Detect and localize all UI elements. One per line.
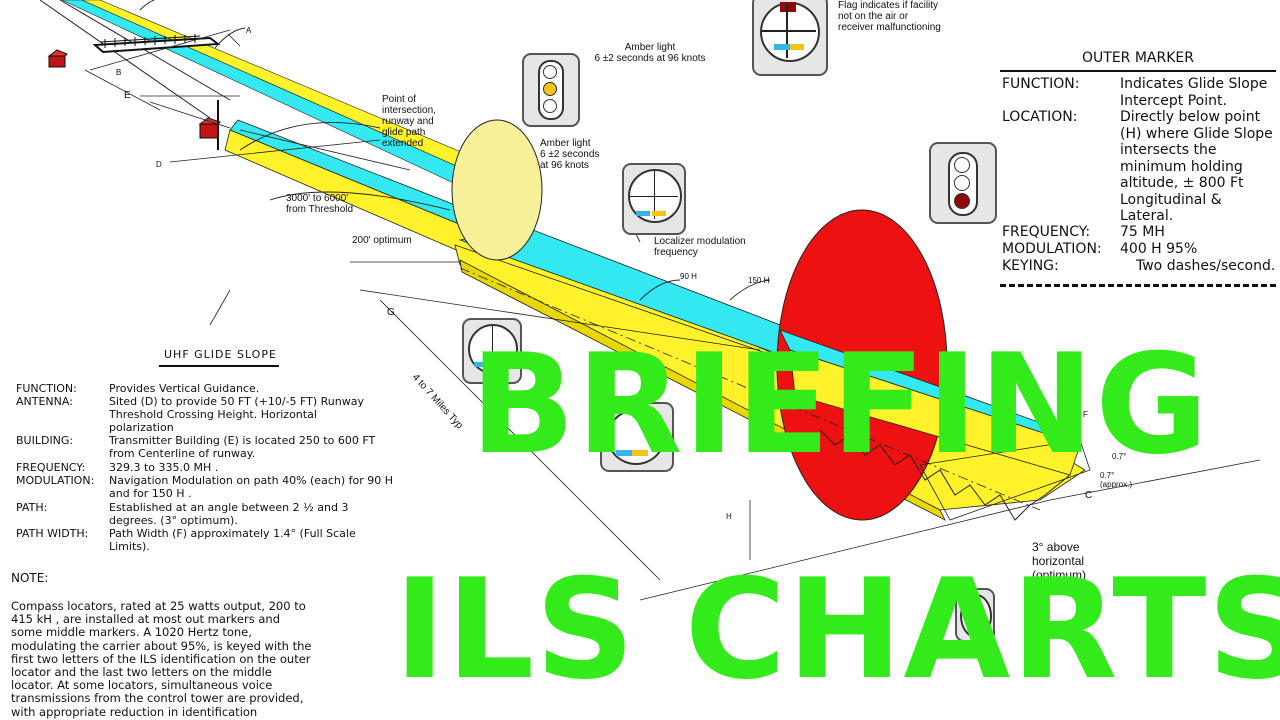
note-text: Compass locators, rated at 25 watts outp…	[11, 600, 312, 719]
degree-callout-2: 0.7° (approx.)	[1100, 471, 1133, 489]
gs-antenna-key: ANTENNA:	[16, 395, 73, 408]
om-keying-key: KEYING:	[1002, 258, 1059, 274]
label-A: A	[246, 26, 252, 35]
beam-fan	[919, 439, 1091, 521]
om-location-key: LOCATION:	[1002, 109, 1078, 125]
gs-modulation-key: MODULATION:	[16, 474, 95, 487]
amber-light-callout-2: Amber light 6 ±2 seconds at 96 knots	[540, 138, 600, 171]
glide-slope-title: UHF GLIDE SLOPE	[164, 348, 277, 361]
overlay-title-line-2: ILS CHARTS	[394, 549, 1280, 710]
label-F: F	[1083, 410, 1088, 419]
gs-function-value: Provides Vertical Guidance.	[109, 382, 260, 395]
om-frequency-value: 75 MH	[1120, 224, 1165, 240]
localizer-instrument	[622, 163, 686, 235]
outer-marker-dashed-rule	[1000, 284, 1276, 287]
hz-90-callout: 90 H	[680, 272, 697, 281]
flag-instrument	[752, 0, 828, 76]
hz-150-callout: 150 H	[748, 276, 770, 285]
outer-marker-lamp-instrument	[929, 142, 997, 224]
outer-marker-title-rule	[1000, 70, 1276, 72]
curved-arrows	[139, 0, 771, 301]
outer-marker-panel: OUTER MARKER FUNCTION: Indicates Glide S…	[1000, 48, 1276, 288]
om-frequency-key: FREQUENCY:	[1002, 224, 1091, 240]
dimension-lines	[84, 29, 1261, 601]
om-keying-value: Two dashes/second.	[1136, 258, 1276, 274]
runway-lights	[99, 34, 201, 48]
label-E: E	[124, 90, 131, 101]
gs-path-width-key: PATH WIDTH:	[16, 527, 89, 540]
label-C: C	[1085, 490, 1093, 501]
glide-slope-panel: UHF GLIDE SLOPE FUNCTION: Provides Verti…	[14, 348, 394, 553]
degree-callout-1: 0.7°	[1112, 452, 1127, 461]
beam-zigzag	[819, 429, 1071, 521]
glide-slope-instrument-1	[462, 318, 522, 384]
gs-path-key: PATH:	[16, 501, 48, 514]
gs-path-value: Established at an angle between 2 ½ and …	[109, 501, 349, 527]
intersection-callout: Point of intersection, runway and glide …	[382, 94, 436, 149]
localizer-modulation-callout: Localizer modulation frequency	[654, 236, 746, 258]
om-function-value: Indicates Glide Slope Intercept Point.	[1120, 76, 1268, 109]
gs-building-value: Transmitter Building (E) is located 250 …	[109, 434, 376, 460]
om-function-key: FUNCTION:	[1002, 76, 1080, 92]
gs-function-key: FUNCTION:	[16, 382, 77, 395]
label-G: G	[387, 307, 395, 318]
label-D: D	[156, 160, 162, 169]
middle-marker-lobe	[451, 119, 543, 261]
gs-building-key: BUILDING:	[16, 434, 74, 447]
outer-marker-title: OUTER MARKER	[1082, 50, 1194, 66]
above-horizontal-callout: 3° above horizontal (optimum)	[1032, 540, 1087, 582]
gs-frequency-key: FREQUENCY:	[16, 461, 86, 474]
gs-frequency-value: 329.3 to 335.0 MH .	[109, 461, 219, 474]
glide-slope-building	[198, 100, 221, 150]
gs-antenna-value: Sited (D) to provide 50 FT (+10/-5 FT) R…	[109, 395, 364, 434]
om-location-value: Directly below point (H) where Glide Slo…	[1120, 109, 1273, 224]
amber-marker-lamp-instrument	[522, 53, 580, 127]
dashed-centerline	[459, 267, 1041, 511]
label-H: H	[726, 512, 732, 521]
localizer-building	[47, 49, 68, 68]
om-modulation-value: 400 H 95%	[1120, 241, 1198, 257]
glide-slope-instrument-2	[600, 402, 674, 472]
optimum-200-callout: 200' optimum	[352, 235, 412, 246]
threshold-callout: 3000' to 6000' from Threshold	[286, 193, 354, 215]
approach-instrument	[955, 588, 995, 642]
overlay-title-line-1: BRIEFING	[470, 324, 1210, 485]
glide-slope-title-rule	[159, 365, 279, 367]
om-modulation-key: MODULATION:	[1002, 241, 1102, 257]
gs-path-width-value: Path Width (F) approximately 1.4° (Full …	[109, 527, 356, 553]
gs-modulation-value: Navigation Modulation on path 40% (each)…	[109, 474, 394, 500]
note-title: NOTE:	[11, 571, 49, 585]
amber-light-callout-1: Amber light 6 ±2 seconds at 96 knots	[594, 42, 706, 64]
label-B: B	[116, 68, 122, 77]
flag-callout: Flag indicates if facility not on the ai…	[838, 0, 941, 33]
